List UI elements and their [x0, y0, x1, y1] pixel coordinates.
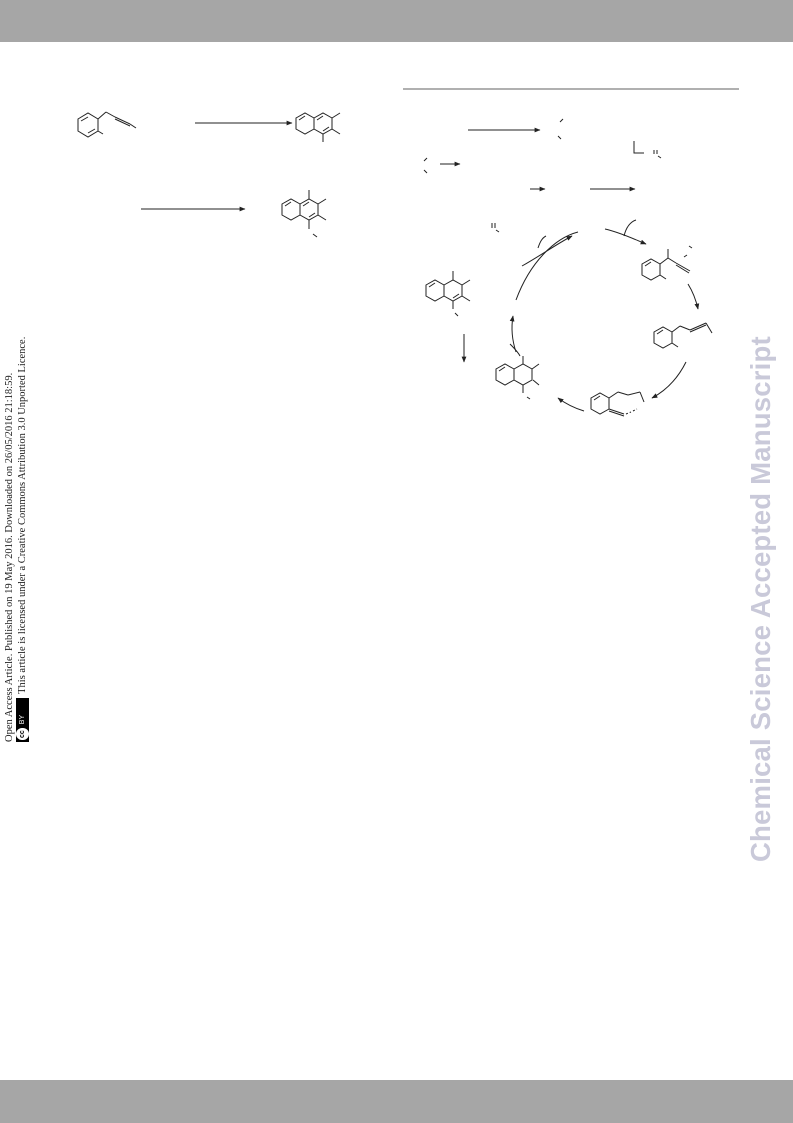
scheme-divider: [403, 88, 739, 90]
cycle-branch-upper: [537, 235, 547, 249]
cycle-intermediate-2: [653, 322, 713, 349]
cycle-branch-top: [623, 219, 637, 237]
mark-a: [557, 118, 564, 140]
mark-d: [491, 223, 500, 233]
cycle-product: [425, 271, 471, 317]
cycle-intermediate-4: [495, 356, 540, 400]
cycle-arrow-bottom: [557, 397, 585, 412]
cycle-arrow-right-2: [651, 361, 687, 399]
cc-by-badge-icon[interactable]: cc BY: [16, 697, 29, 742]
cycle-intermediate-1: [641, 245, 693, 281]
mark-c: [423, 157, 428, 174]
cycle-ring: [515, 231, 579, 301]
accepted-manuscript-watermark: Chemical Science Accepted Manuscript: [745, 336, 776, 862]
cycle-intermediate-3: [590, 391, 645, 417]
mark-b: [653, 150, 662, 159]
open-access-line-1: Open Access Article. Published on 19 May…: [4, 372, 15, 742]
cycle-branch-left: [509, 343, 521, 357]
left-scheme-product-1: [295, 112, 341, 142]
by-badge-label: BY: [19, 714, 26, 725]
open-access-line-2-row: cc BY This article is licensed under a C…: [16, 272, 29, 742]
cycle-entry-top: [604, 228, 647, 245]
footer-bar: [0, 1080, 793, 1123]
cycle-arrow-upper-left: [521, 235, 573, 267]
open-access-notice: Open Access Article. Published on 19 May…: [3, 272, 29, 742]
license-link[interactable]: This article is licensed under a Creativ…: [17, 336, 28, 694]
header-bar: [0, 0, 793, 42]
left-scheme-reactant-1: [77, 111, 137, 138]
left-scheme-product-2: [281, 190, 327, 238]
ligand-mark: [633, 141, 644, 154]
cc-badge-label: cc: [16, 728, 29, 740]
cycle-arrow-right-1: [687, 283, 700, 310]
